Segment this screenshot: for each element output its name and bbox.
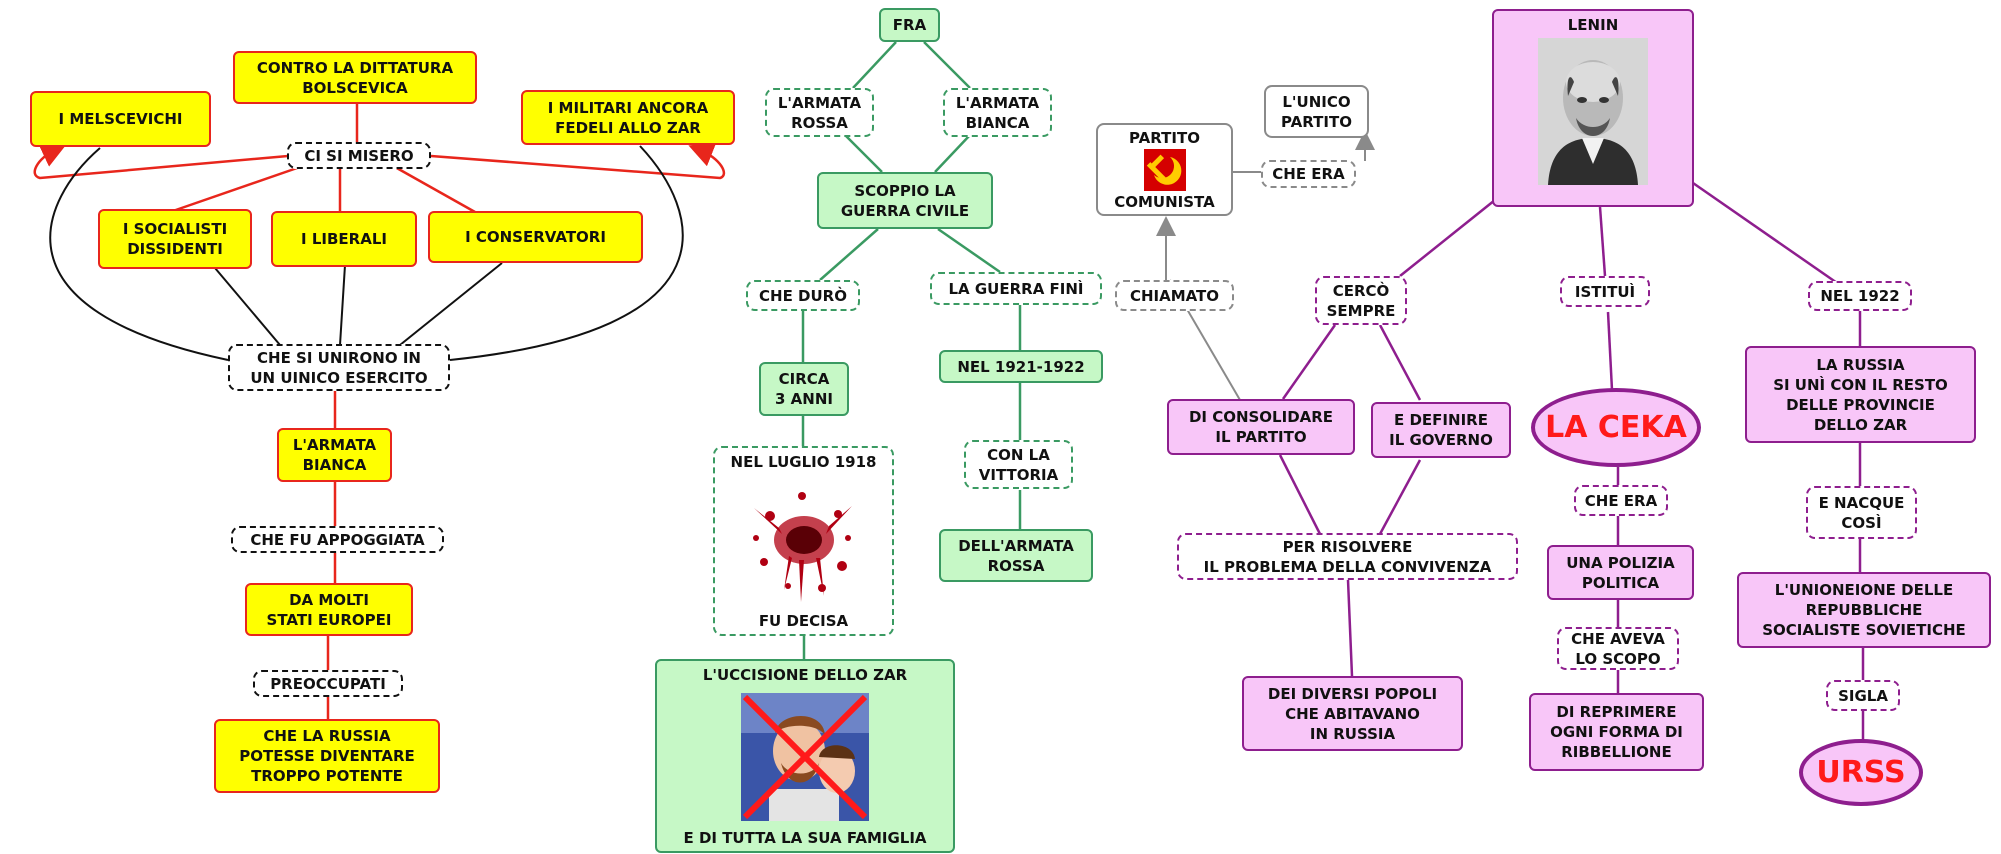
node-luglio-1918: NEL LUGLIO 1918 FU DECISA [713,446,894,636]
node-aveva-scopo: CHE AVEVA LO SCOPO [1557,627,1679,670]
node-uccisione-zar: L'UCCISIONE DELLO ZAR E DI TUTTA LA SUA … [655,659,955,853]
node-conservatori: I CONSERVATORI [428,211,643,263]
node-appoggiata: CHE FU APPOGGIATA [231,526,444,553]
node-ceka: LA CEKA [1531,388,1701,467]
node-duro: CHE DURÒ [746,280,860,311]
node-ci-si-misero: CI SI MISERO [287,142,431,169]
node-guerra-fini: LA GUERRA FINÌ [930,272,1102,305]
node-russia-potente: CHE LA RUSSIA POTESSE DIVENTARE TROPPO P… [214,719,440,793]
node-socialisti: I SOCIALISTI DISSIDENTI [98,209,252,269]
node-contro-dittatura: CONTRO LA DITTATURA BOLSCEVICA [233,51,477,104]
node-reprimere: DI REPRIMERE OGNI FORMA DI RIBBELLIONE [1529,693,1704,771]
node-preoccupati: PREOCCUPATI [253,670,403,697]
node-nacque-cosi: E NACQUE COSÌ [1806,486,1917,539]
node-lenin: LENIN [1492,9,1694,207]
node-istitui: ISTITUÌ [1560,276,1650,307]
node-armata-bianca-left: L'ARMATA BIANCA [277,428,392,482]
node-chiamato: CHIAMATO [1115,280,1234,311]
node-militari: I MILITARI ANCORA FEDELI ALLO ZAR [521,90,735,145]
node-armata-rossa: L'ARMATA ROSSA [765,88,874,137]
node-urss: URSS [1799,739,1923,806]
node-sigla: SIGLA [1826,680,1900,711]
node-fra: FRA [879,8,940,42]
node-circa: CIRCA 3 ANNI [759,362,849,416]
node-unirono: CHE SI UNIRONO IN UN UINICO ESERCITO [228,344,450,391]
node-polizia: UNA POLIZIA POLITICA [1547,545,1694,600]
hammer-sickle-icon [1143,149,1186,191]
node-armata-bianca-mid: L'ARMATA BIANCA [943,88,1052,137]
node-che-era-2: CHE ERA [1574,485,1668,516]
node-scoppio: SCOPPIO LA GUERRA CIVILE [817,172,993,229]
node-liberali: I LIBERALI [271,211,417,267]
node-nel-1922: NEL 1922 [1808,281,1912,311]
node-diversi-popoli: DEI DIVERSI POPOLI CHE ABITAVANO IN RUSS… [1242,676,1463,751]
node-cerco-sempre: CERCÒ SEMPRE [1315,276,1407,325]
tsar-portrait-image [741,692,869,821]
node-1921: NEL 1921-1922 [939,350,1103,383]
node-dell-armata-rossa: DELL'ARMATA ROSSA [939,529,1093,582]
node-unico-partito: L'UNICO PARTITO [1264,85,1369,138]
node-consolidare: DI CONSOLIDARE IL PARTITO [1167,399,1355,455]
node-unione-repubbliche: L'UNIONEIONE DELLE REPUBBLICHE SOCIALIST… [1737,572,1991,648]
lenin-portrait-image [1538,38,1648,185]
node-stati-europei: DA MOLTI STATI EUROPEI [245,583,413,636]
node-risolvere: PER RISOLVERE IL PROBLEMA DELLA CONVIVEN… [1177,533,1518,580]
node-vittoria: CON LA VITTORIA [964,440,1073,489]
node-russia-si-uni: LA RUSSIA SI UNÌ CON IL RESTO DELLE PROV… [1745,346,1976,443]
node-definire: E DEFINIRE IL GOVERNO [1371,402,1511,458]
node-partito-comunista: PARTITO COMUNISTA [1096,123,1233,216]
node-che-era-1: CHE ERA [1261,160,1356,188]
node-melscevichi: I MELSCEVICHI [30,91,211,147]
blood-splatter-image [743,477,864,606]
